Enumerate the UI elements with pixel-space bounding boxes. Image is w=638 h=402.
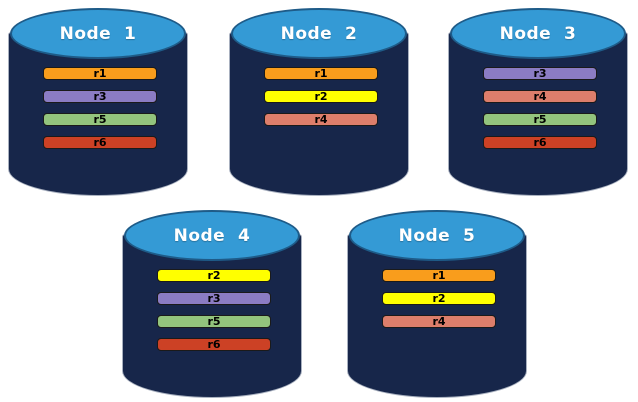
replica-bar-list: r3 r4 r5 r6: [483, 67, 597, 149]
replica-bar: r6: [43, 136, 157, 149]
replica-bar: r4: [264, 113, 378, 126]
replica-bar-list: r1 r3 r5 r6: [43, 67, 157, 149]
node-title: Node 1: [59, 23, 137, 44]
replica-bar-list: r1 r2 r4: [264, 67, 378, 126]
node-cylinder-5: Node 5 r1 r2 r4: [347, 208, 527, 398]
replica-bar: r3: [483, 67, 597, 80]
replica-bar: r3: [43, 90, 157, 103]
replica-bar: r2: [157, 269, 271, 282]
cylinder-top-ellipse: Node 1: [10, 8, 186, 59]
replica-bar: r4: [382, 315, 496, 328]
replica-bar: r6: [483, 136, 597, 149]
node-cylinder-4: Node 4 r2 r3 r5 r6: [122, 208, 302, 398]
node-cylinder-3: Node 3 r3 r4 r5 r6: [448, 6, 628, 196]
replica-bar: r6: [157, 338, 271, 351]
replica-bar: r5: [157, 315, 271, 328]
replica-bar: r5: [43, 113, 157, 126]
replica-bar-list: r2 r3 r5 r6: [157, 269, 271, 351]
node-title: Node 4: [173, 225, 251, 246]
cylinder-top-ellipse: Node 2: [231, 8, 407, 59]
replica-bar: r3: [157, 292, 271, 305]
node-title: Node 5: [398, 225, 476, 246]
cylinder-top-ellipse: Node 3: [450, 8, 626, 59]
replica-bar: r4: [483, 90, 597, 103]
node-title: Node 3: [499, 23, 577, 44]
replica-bar: r5: [483, 113, 597, 126]
cylinder-top-ellipse: Node 4: [124, 210, 300, 261]
replica-bar-list: r1 r2 r4: [382, 269, 496, 328]
replica-bar: r1: [43, 67, 157, 80]
node-cylinder-2: Node 2 r1 r2 r4: [229, 6, 409, 196]
replica-bar: r2: [264, 90, 378, 103]
replica-bar: r1: [382, 269, 496, 282]
node-title: Node 2: [280, 23, 358, 44]
node-cylinder-1: Node 1 r1 r3 r5 r6: [8, 6, 188, 196]
cylinder-top-ellipse: Node 5: [349, 210, 525, 261]
replica-bar: r1: [264, 67, 378, 80]
replica-bar: r2: [382, 292, 496, 305]
